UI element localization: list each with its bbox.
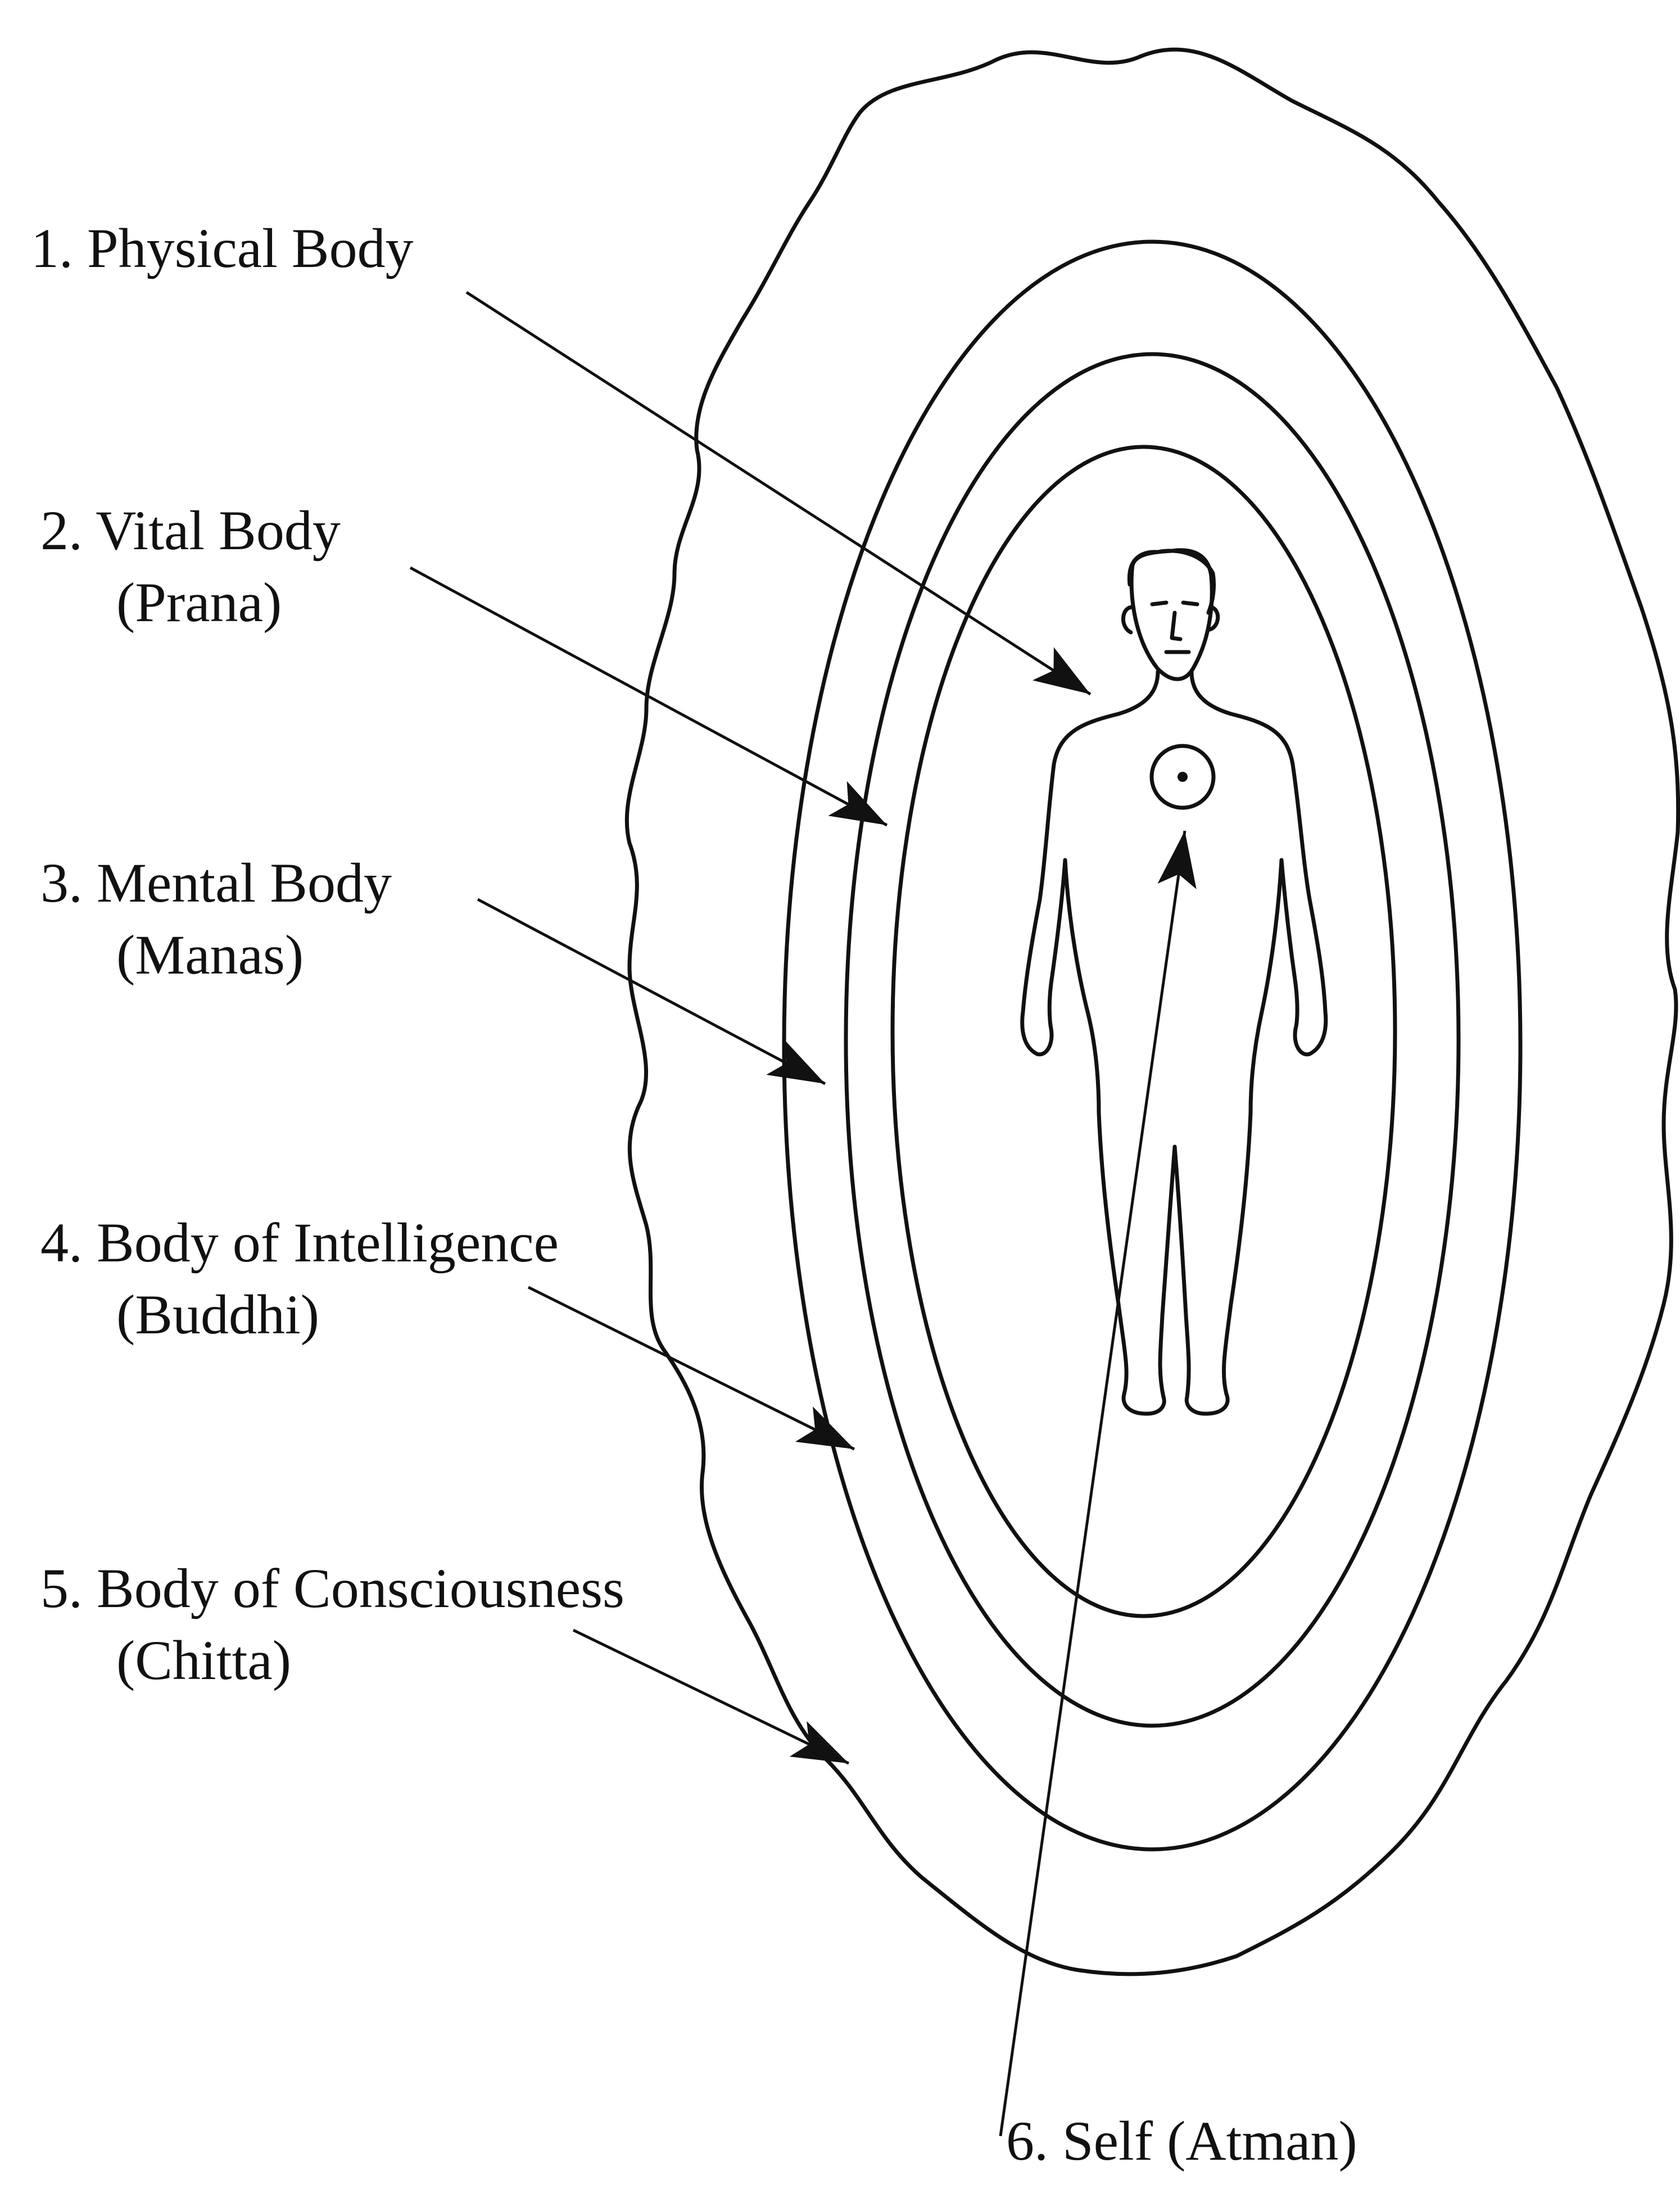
label-physical-body-title: 1. Physical Body bbox=[31, 217, 414, 279]
label-intelligence-body-title: 4. Body of Intelligence bbox=[40, 1211, 559, 1274]
label-intelligence-body-sanskrit: (Buddhi) bbox=[40, 1279, 559, 1351]
label-mental-body-sanskrit: (Manas) bbox=[40, 919, 392, 991]
label-vital-body: 2. Vital Body (Prana) bbox=[40, 495, 341, 639]
self-point-icon bbox=[1152, 746, 1213, 808]
label-self: 6. Self (Atman) bbox=[1006, 2105, 1357, 2177]
mental-ellipse bbox=[846, 354, 1459, 1726]
label-consciousness-body-title: 5. Body of Consciousness bbox=[40, 1557, 624, 1619]
label-mental-body-title: 3. Mental Body bbox=[40, 852, 392, 914]
label-consciousness-body: 5. Body of Consciousness (Chitta) bbox=[40, 1553, 624, 1696]
label-physical-body: 1. Physical Body bbox=[31, 212, 414, 284]
arrow-mental-body bbox=[478, 899, 825, 1084]
label-intelligence-body: 4. Body of Intelligence (Buddhi) bbox=[40, 1207, 559, 1351]
arrow-physical-body bbox=[467, 292, 1090, 694]
label-vital-body-sanskrit: (Prana) bbox=[40, 567, 341, 639]
label-consciousness-body-sanskrit: (Chitta) bbox=[40, 1625, 624, 1696]
vital-ellipse bbox=[893, 447, 1395, 1616]
label-vital-body-title: 2. Vital Body bbox=[40, 499, 341, 562]
label-self-title: 6. Self (Atman) bbox=[1006, 2110, 1357, 2172]
label-mental-body: 3. Mental Body (Manas) bbox=[40, 847, 392, 991]
arrow-vital-body bbox=[410, 568, 887, 825]
